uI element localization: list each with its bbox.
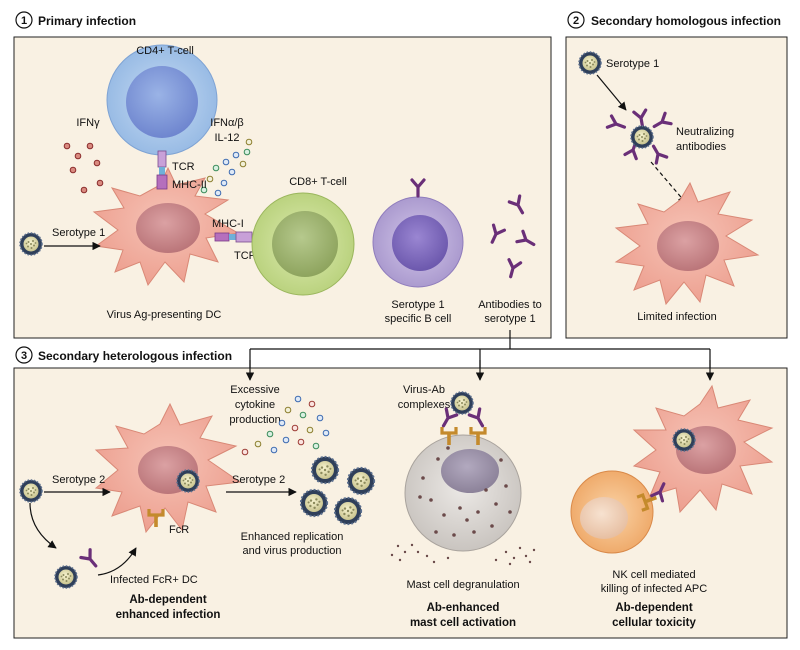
panel-2-box <box>565 36 788 339</box>
p2-serotype-label: Serotype 1 <box>606 58 659 70</box>
panel-title-2: Secondary homologous infection <box>591 14 781 28</box>
connector-arrow-tips <box>245 360 715 381</box>
panel-title-1: Primary infection <box>38 14 136 28</box>
degranulation-granules <box>390 543 536 566</box>
neutralized-virus <box>630 125 654 149</box>
cd8-t-cell <box>251 192 355 296</box>
dc-limited-infection <box>614 181 760 306</box>
ade-title-1: Ab-dependent <box>129 594 206 606</box>
panel-number-circle-2 <box>567 11 585 29</box>
panel-number-circle-3 <box>15 346 33 364</box>
panel-number-1: 1 <box>21 15 27 27</box>
panel-secondary-heterologous: 3 Secondary heterologous infection Exces… <box>13 330 788 639</box>
ifnab-label: IFNα/β <box>210 117 243 129</box>
virus-ag-presenting-dc <box>92 166 240 287</box>
panel-number-circle-1 <box>15 11 33 29</box>
cytokine-dots <box>241 395 330 456</box>
neut-label-2: antibodies <box>676 141 727 153</box>
tcr-label-2: TCR <box>234 250 257 262</box>
virus-ab-complex-virus <box>450 391 474 415</box>
enhanced-label-1: Enhanced replication <box>241 531 344 543</box>
serotype-1-label: Serotype 1 <box>52 227 105 239</box>
neut-label-1: Neutralizing <box>676 126 734 138</box>
antibodies-label-1: Antibodies to <box>478 299 542 311</box>
panel-number-2: 2 <box>573 15 579 27</box>
panel-number-3: 3 <box>21 350 27 362</box>
cd4-label: CD4+ T-cell <box>136 45 194 57</box>
panel-title-3: Secondary heterologous infection <box>38 349 232 363</box>
dc-label: Virus Ag-presenting DC <box>107 309 222 321</box>
infected-dc-label: Infected FcR+ DC <box>110 574 198 586</box>
virus-in-apc <box>672 428 696 452</box>
mast-title-1: Ab-enhanced <box>427 602 500 614</box>
complex-label-2: complexes <box>398 399 451 411</box>
limited-infection-label: Limited infection <box>637 311 717 323</box>
ifng-label: IFNγ <box>76 117 100 129</box>
mast-degranulation-label: Mast cell degranulation <box>406 579 519 591</box>
virus-serotype-1-p2 <box>578 51 602 75</box>
panel-secondary-homologous: 2 Secondary homologous infection Serotyp… <box>565 11 788 339</box>
curved-arrow-up <box>97 547 137 576</box>
serotype-2-label-b: Serotype 2 <box>232 474 285 486</box>
cytokine-label-3: production <box>229 414 280 426</box>
panel-1-box <box>13 36 552 339</box>
virus-inside-dc <box>176 469 200 493</box>
panel-primary-infection: 1 Primary infection CD4+ T-cell IFNγ IFN… <box>13 11 552 339</box>
tcr-label: TCR <box>172 161 195 173</box>
curved-arrow-down <box>29 502 57 549</box>
serotype-2-label-a: Serotype 2 <box>52 474 105 486</box>
adcc-title-1: Ab-dependent <box>615 602 692 614</box>
ifng-cytokine-dots <box>63 142 104 194</box>
virus-serotype-1 <box>19 232 43 256</box>
bcell-label-1: Serotype 1 <box>391 299 444 311</box>
tcr-mhc2-complex <box>156 150 168 190</box>
cytokine-label-2: cytokine <box>235 399 275 411</box>
il12-label: IL-12 <box>214 132 239 144</box>
mhc1-label: MHC-I <box>212 218 244 230</box>
adcc-title-2: cellular toxicity <box>612 617 696 629</box>
cd4-t-cell <box>106 44 218 156</box>
ade-title-2: enhanced infection <box>116 609 221 621</box>
bcell-label-2: specific B cell <box>385 313 452 325</box>
cd8-label: CD8+ T-cell <box>289 176 347 188</box>
antibodies-label-2: serotype 1 <box>484 313 535 325</box>
ifnab-cytokine-dots <box>200 138 253 197</box>
nk-label-1: NK cell mediated <box>612 569 695 581</box>
nk-cell <box>570 470 654 554</box>
virus-antibody-complex-virus <box>54 565 78 589</box>
enhanced-label-2: and virus production <box>242 545 341 557</box>
nk-label-2: killing of infected APC <box>601 583 707 595</box>
specific-b-cell <box>372 196 464 288</box>
fcr-label: FcR <box>169 524 189 536</box>
cytokine-label-1: Excessive <box>230 384 280 396</box>
virus-serotype-2 <box>19 479 43 503</box>
mast-title-2: mast cell activation <box>410 617 516 629</box>
p2-dashed-arrow <box>650 161 687 204</box>
mast-cell <box>404 434 522 552</box>
p2-arrow <box>596 74 627 111</box>
complex-label-1: Virus-Ab <box>403 384 445 396</box>
mhc2-label: MHC-II <box>172 179 207 191</box>
